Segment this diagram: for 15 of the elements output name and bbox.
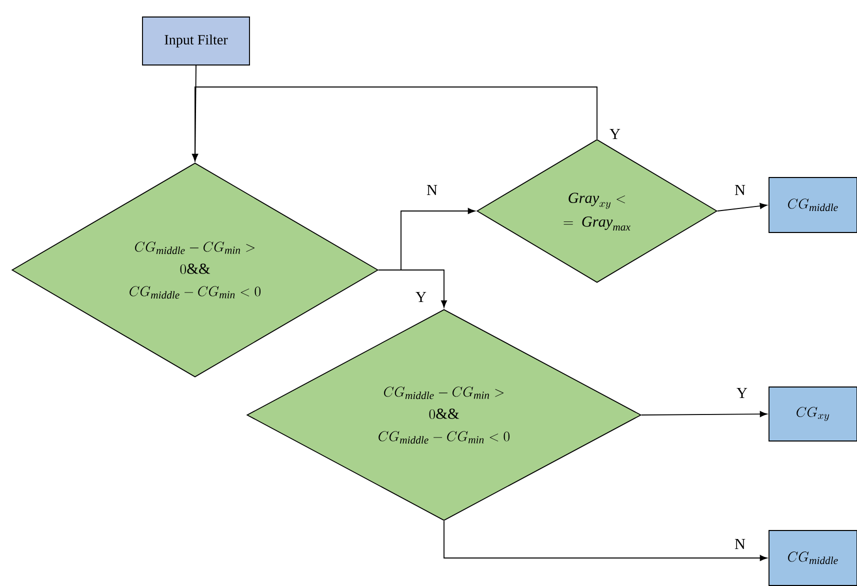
edge-label: Y — [736, 388, 748, 398]
arrow — [641, 411, 768, 418]
process-box: $CG_{\mathit{middle}}$ — [768, 177, 857, 233]
process-box: $CG_{\mathit{middle}}$ — [768, 530, 857, 586]
edge-label: N — [426, 185, 438, 195]
edge-label: N — [734, 185, 746, 195]
process-box: $CG_{xy}$ — [768, 386, 857, 442]
edge-label: Y — [416, 292, 426, 302]
edge-label: Y — [610, 129, 620, 139]
process-box: Input Filter — [142, 16, 250, 66]
arrow — [444, 520, 768, 561]
edge-label: N — [734, 539, 746, 549]
arrow — [717, 203, 768, 212]
arrow — [378, 270, 447, 308]
arrow — [192, 86, 598, 162]
